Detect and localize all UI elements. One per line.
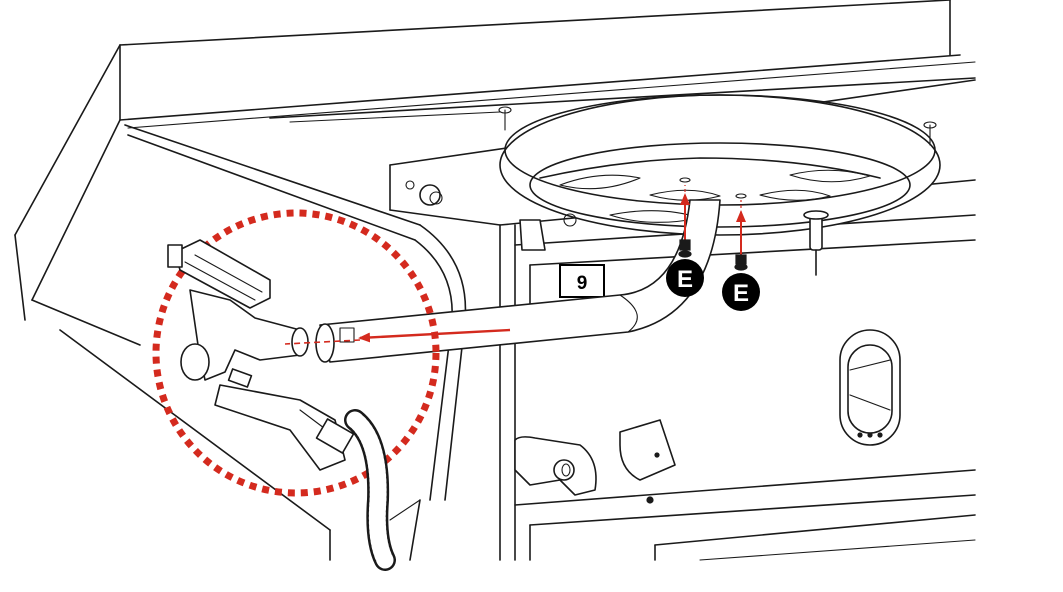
step-number: 9 — [577, 273, 588, 294]
viewing-window — [839, 329, 901, 446]
step-label: 9 — [559, 264, 605, 298]
callout-e-right-text: E — [733, 280, 749, 307]
grill-body — [14, 0, 976, 561]
screw-left — [678, 177, 692, 258]
callout-e-left: E — [666, 259, 704, 297]
valve-assembly — [167, 239, 396, 571]
detail-circle — [152, 209, 440, 497]
callout-e-left-text: E — [677, 266, 693, 293]
burner-assembly — [498, 94, 941, 276]
side-bracket — [514, 213, 676, 504]
screw-right — [734, 193, 748, 271]
burner-tube — [315, 199, 721, 363]
insertion-arrow — [284, 328, 511, 345]
callout-e-right: E — [722, 273, 760, 311]
